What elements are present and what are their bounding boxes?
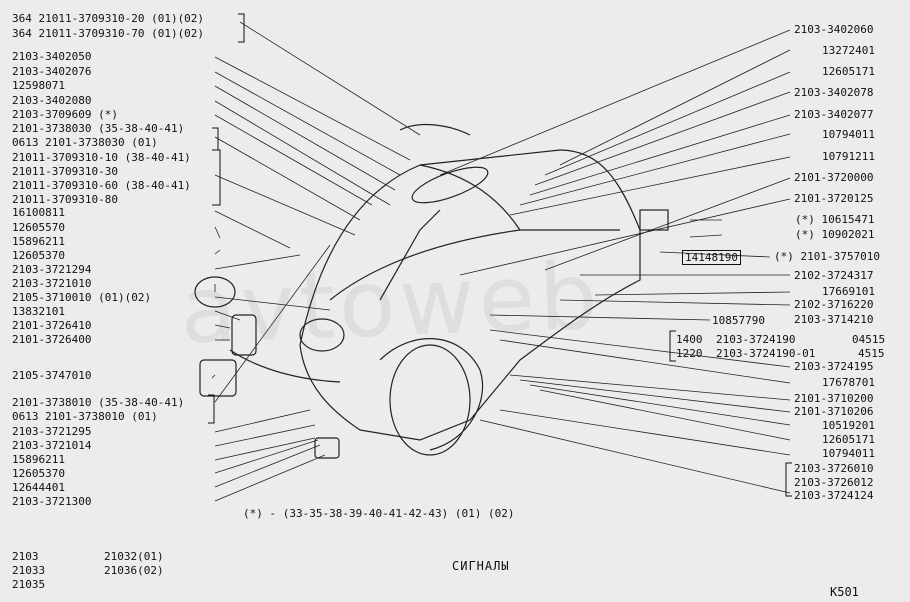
- row1-code: 04515: [852, 333, 886, 346]
- row1-qty: 1400: [676, 333, 703, 346]
- model-item: 21032(01): [104, 550, 164, 563]
- left-label: 2101-3726400: [12, 333, 92, 346]
- right-label: (*) 2101-3757010: [774, 250, 880, 263]
- horn-left: [194, 276, 236, 308]
- relay-block: [231, 314, 257, 356]
- right-label: 2102-3716220: [794, 298, 874, 311]
- left-label: 2103-3402050: [12, 50, 92, 63]
- left-label: 21011-3709310-80: [12, 193, 118, 206]
- model-item: 2103: [12, 550, 39, 563]
- right-label: 13272401: [822, 44, 875, 57]
- right-label: 2103-3724195: [794, 360, 874, 373]
- right-label: 2103-3402077: [794, 108, 874, 121]
- left-label: 0613 2101-3738030 (01): [12, 136, 158, 149]
- left-label: 2101-3738030 (35-38-40-41): [12, 122, 185, 135]
- bracket-mid: [212, 127, 219, 151]
- right-label: (*) 10615471: [795, 213, 875, 226]
- left-label: 2101-3726410: [12, 319, 92, 332]
- left-label: 13832101: [12, 305, 65, 318]
- right-label: 2101-3720000: [794, 171, 874, 184]
- left-label: 364 21011-3709310-70 (01)(02): [12, 27, 205, 40]
- row2-part: 2103-3724190-01: [716, 347, 816, 360]
- right-label: 2103-3402060: [794, 23, 874, 36]
- right-label: 10519201: [822, 419, 875, 432]
- right-label: 17678701: [822, 376, 875, 389]
- page-caption: СИГНАЛЫ: [452, 559, 510, 573]
- switch-box: [314, 437, 340, 459]
- right-label: 2101-3710200: [794, 392, 874, 405]
- right-label: 2103-3402078: [794, 86, 874, 99]
- right-label: 10794011: [822, 447, 875, 460]
- left-label: 21011-3709310-60 (38-40-41): [12, 179, 191, 192]
- stalk-switch: [399, 124, 471, 136]
- right-label: 2103-3724124: [794, 489, 874, 502]
- car-hood-line: [329, 229, 620, 301]
- row2-qty: 1220: [676, 347, 703, 360]
- leader-lines: [211, 21, 791, 502]
- car-bumper: [229, 349, 341, 383]
- right-label: 10791211: [822, 150, 875, 163]
- left-label: 12644401: [12, 481, 65, 494]
- car-wheel: [389, 344, 471, 456]
- car-wheel-arch: [379, 338, 484, 451]
- right-label: 17669101: [822, 285, 875, 298]
- page-code: K501: [830, 585, 859, 599]
- left-label: 12605570: [12, 221, 65, 234]
- left-label: 12605370: [12, 467, 65, 480]
- bracket-group: [212, 149, 221, 206]
- left-label: 364 21011-3709310-20 (01)(02): [12, 12, 205, 25]
- left-label: 2103-3402076: [12, 65, 92, 78]
- mid-label: 14148190: [682, 250, 741, 265]
- bracket-top: [238, 13, 245, 43]
- left-label: 12605370: [12, 249, 65, 262]
- left-label: 2103-3709609 (*): [12, 108, 118, 121]
- left-label: 15896211: [12, 453, 65, 466]
- right-label: 2101-3720125: [794, 192, 874, 205]
- mid-label: 10857790: [712, 314, 765, 327]
- left-label: 2103-3721014: [12, 439, 92, 452]
- car-windshield: [419, 164, 521, 231]
- row2-code: 4515: [858, 347, 885, 360]
- right-label: 12605171: [822, 65, 875, 78]
- bracket-lower: [208, 394, 215, 424]
- left-label: 12598071: [12, 79, 65, 92]
- right-label: 12605171: [822, 433, 875, 446]
- left-label: 2101-3738010 (35-38-40-41): [12, 396, 185, 409]
- left-label: 2103-3721300: [12, 495, 92, 508]
- fuse-box: [199, 359, 237, 397]
- footnote: (*) - (33-35-38-39-40-41-42-43) (01) (02…: [243, 507, 515, 520]
- left-label: 21011-3709310-10 (38-40-41): [12, 151, 191, 164]
- right-label: 10794011: [822, 128, 875, 141]
- right-label: 2101-3710206: [794, 405, 874, 418]
- right-label: 2102-3724317: [794, 269, 874, 282]
- left-label: 2105-3747010: [12, 369, 92, 382]
- left-label: 2105-3710010 (01)(02): [12, 291, 152, 304]
- bracket-right: [785, 462, 792, 497]
- steering-wheel: [411, 166, 489, 204]
- left-label: 2103-3721010: [12, 277, 92, 290]
- right-label: 2103-3726010: [794, 462, 874, 475]
- steering-column: [379, 209, 441, 301]
- right-label: 2103-3714210: [794, 313, 874, 326]
- model-item: 21035: [12, 578, 46, 591]
- left-label: 15896211: [12, 235, 65, 248]
- left-label: 16100811: [12, 206, 65, 219]
- model-item: 21033: [12, 564, 46, 577]
- right-label: 2103-3726012: [794, 476, 874, 489]
- left-label: 0613 2101-3738010 (01): [12, 410, 158, 423]
- left-label: 2103-3721295: [12, 425, 92, 438]
- horn-left-2: [299, 318, 345, 352]
- right-label: (*) 10902021: [795, 228, 875, 241]
- row1-part: 2103-3724190: [716, 333, 796, 346]
- left-label: 21011-3709310-30: [12, 165, 118, 178]
- cabin-relay: [639, 209, 669, 231]
- left-label: 2103-3721294: [12, 263, 92, 276]
- left-label: 2103-3402080: [12, 94, 92, 107]
- model-item: 21036(02): [104, 564, 164, 577]
- bracket-1400: [669, 330, 676, 362]
